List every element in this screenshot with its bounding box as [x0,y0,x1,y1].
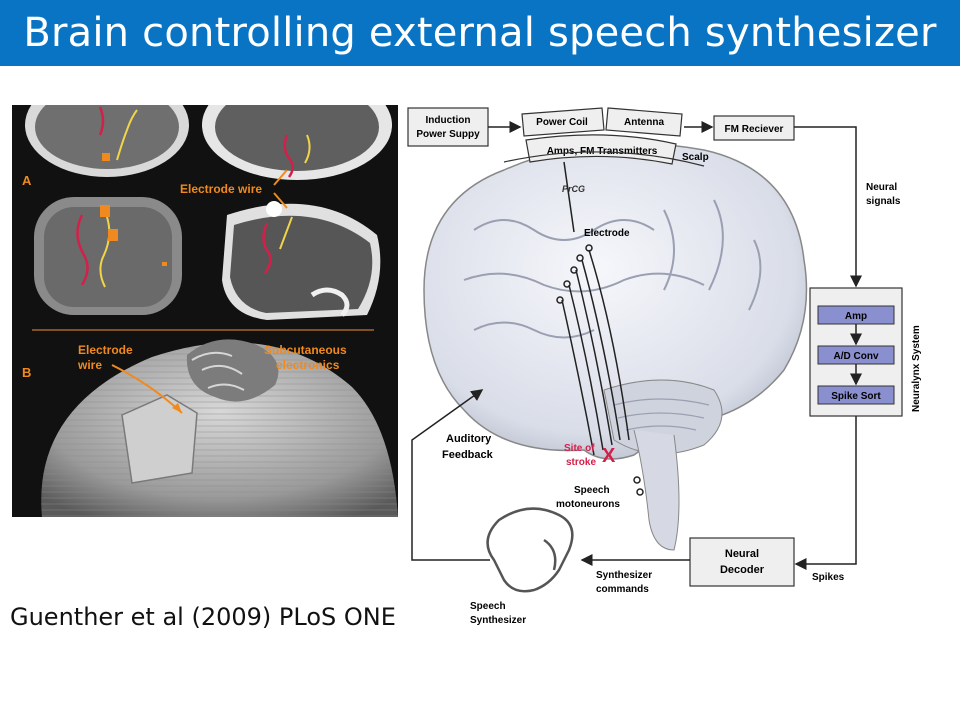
electrode-wire-label-b-line2: wire [77,358,102,372]
amp-label: Amp [845,311,867,322]
title-bar: Brain controlling external speech synthe… [0,0,960,66]
vocal-tract-illustration [486,507,574,593]
fm-receiver-box [713,115,795,141]
neural-signals-arrow [794,126,862,288]
speech-synth-line2: Synthesizer [470,615,526,626]
power-coil-label: Power Coil [536,117,588,128]
page-title: Brain controlling external speech synthe… [23,10,937,56]
neural-decoder-line1: Neural [725,548,759,560]
panel-a-label: A [22,173,32,188]
electrode-arrow-down [273,192,288,209]
scan-axial-top-right [202,105,392,180]
prcg-label: PrCG [562,184,585,194]
synth-commands-line1: Synthesizer [596,570,652,581]
induction-line1: Induction [426,115,471,126]
neuralynx-label: Neuralynx System [911,325,922,412]
induction-line2: Power Suppy [416,129,480,140]
brain-scan-figure: A Electrode wire B Electrode wire Subcut… [12,105,398,517]
auditory-feedback-line1: Auditory [446,433,492,445]
antenna-label: Antenna [624,117,664,128]
spikes-label: Spikes [812,572,845,583]
bci-schematic: Induction Power Suppy Power Coil Antenna… [407,107,922,626]
panel-b-label: B [22,365,31,380]
speech-motoneurons-line1: Speech [574,485,610,496]
power-coil-box [521,107,605,137]
induction-power-box [407,107,489,147]
spike-sort-label: Spike Sort [831,391,881,402]
speech-synth-line1: Speech [470,601,506,612]
ad-conv-label: A/D Conv [834,351,879,362]
scalp-line [503,151,705,167]
neural-signals-line1: Neural [866,182,897,193]
subcutaneous-label-line1: Subcutaneous [264,343,347,357]
antenna-box [605,107,683,137]
citation: Guenther et al (2009) PLoS ONE [10,603,396,631]
subcutaneous-label-line2: electronics [276,358,340,372]
speech-motoneurons-line2: motoneurons [556,499,620,510]
neural-decoder-line2: Decoder [720,564,765,576]
spikes-arrow [794,416,857,570]
electrode-label: Electrode [584,228,630,239]
scan-sagittal-right [222,201,381,320]
electrode-wires [556,244,644,496]
auditory-feedback-line2: Feedback [442,449,494,461]
auditory-feedback-arrow [411,389,490,561]
brain-illustration [423,142,808,551]
scalp-label: Scalp [682,152,709,163]
electrode-arrow-up [273,169,288,186]
fm-receiver-label: FM Reciever [725,124,784,135]
electrode-wire-pointer-head [172,403,182,413]
neural-decoder-box [689,537,795,587]
synth-commands-line2: commands [596,584,649,595]
neural-signals-line2: signals [866,196,901,207]
site-of-stroke-line1: Site of [564,443,595,454]
amps-fm-box [525,134,677,165]
scan-coronal-left [34,197,182,315]
spike-sort-step [817,385,895,405]
scan-axial-top-left [25,105,189,177]
electrode-lead [563,161,575,233]
stroke-mark: X [602,445,616,467]
site-of-stroke-line2: stroke [566,457,596,468]
scan-3d-scalp [41,339,398,517]
electrode-wire-label: Electrode wire [180,182,262,196]
electrode-wire-label-b-line1: Electrode [78,343,133,357]
